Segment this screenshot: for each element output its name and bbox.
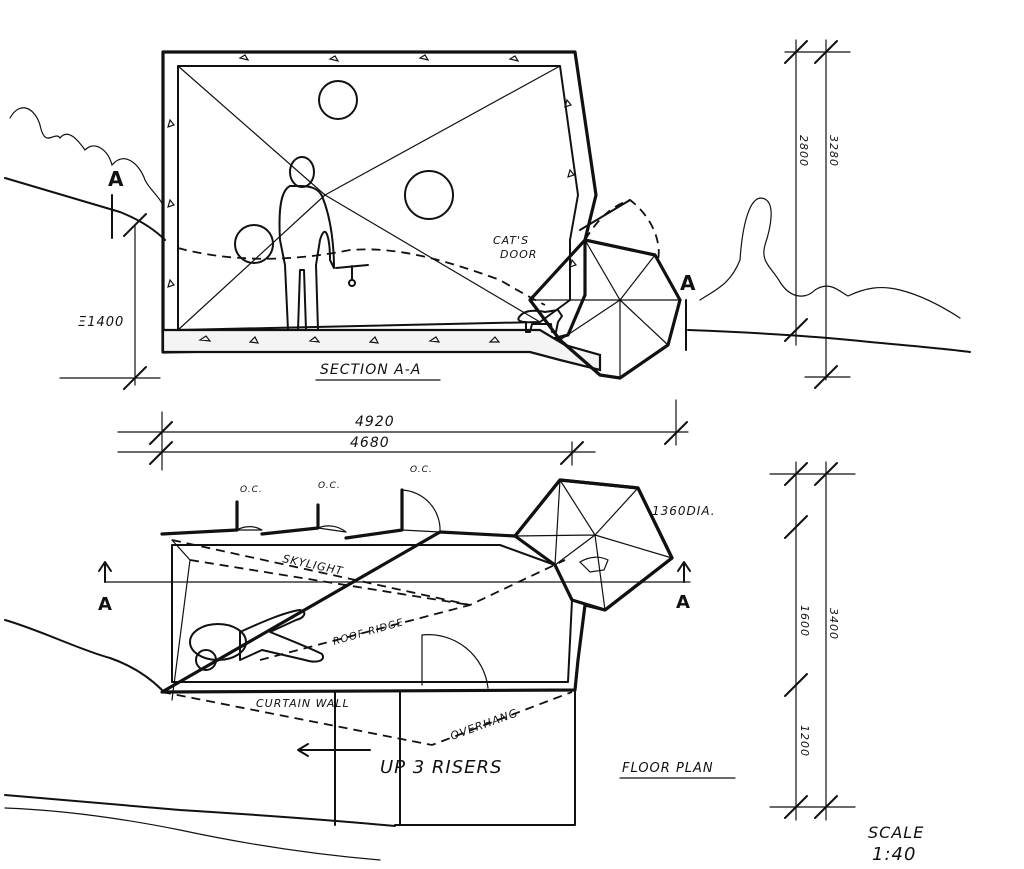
- section-bushes-right: [699, 197, 961, 319]
- section-drawing: A A Ξ1400 CAT'S DOOR SECTION A-A: [4, 50, 971, 390]
- plan-door-swing: [421, 634, 489, 689]
- overhang-label: OVERHANG: [449, 706, 520, 743]
- section-level-tick: [123, 366, 147, 390]
- plan-title: FLOOR PLAN: [622, 761, 714, 776]
- section-cut-marker-right: A: [680, 271, 696, 295]
- section-title: SECTION A-A: [320, 362, 421, 378]
- section-terrain-right: [687, 329, 971, 353]
- section-bushes-left: [9, 107, 164, 206]
- oc-label-3: O.C.: [410, 465, 433, 475]
- plan-cat-figure: [579, 556, 609, 573]
- section-porthole: [404, 170, 454, 220]
- section-level-tick: [123, 213, 147, 237]
- plan-inner-wall: [171, 544, 573, 683]
- cats-door-label-line1: CAT'S: [493, 234, 529, 247]
- section-roof-line: [324, 65, 561, 196]
- plan-dim-lower-label: 1200: [798, 725, 811, 757]
- stairs-label: UP 3 RISERS: [380, 757, 502, 778]
- plan-cut-arrow-left: [98, 561, 112, 583]
- dome-diameter-label: 1360DIA.: [652, 504, 716, 518]
- plan-stair-outline: [334, 691, 576, 826]
- section-dome: [528, 198, 682, 380]
- plan-outer-wall: [160, 478, 674, 694]
- plan-window-openings: [236, 489, 441, 533]
- plan-terrain-lower-2: [4, 807, 381, 861]
- plan-roof-ridge-line: [259, 559, 566, 661]
- plan-overhang-outline: [161, 691, 573, 746]
- plan-cut-arrow-right: [677, 561, 691, 583]
- scale-value: 1:40: [872, 844, 916, 865]
- plan-stair-arrow: [297, 743, 371, 757]
- plan-dim-upper-label: 1600: [798, 605, 811, 637]
- section-concrete-texture: [167, 54, 578, 344]
- cats-door-label-line2: DOOR: [500, 248, 537, 261]
- skylight-label: SKYLIGHT: [281, 552, 344, 578]
- oc-label-2: O.C.: [318, 481, 341, 491]
- section-porthole: [318, 80, 358, 120]
- section-porthole: [234, 224, 274, 264]
- plan-dim-overall: 4920: [355, 414, 395, 430]
- section-hidden-profile: [177, 247, 546, 306]
- plan-cut-marker-left: A: [98, 594, 112, 615]
- oc-label-1: O.C.: [240, 485, 263, 495]
- floor-level-label: Ξ1400: [78, 315, 124, 330]
- height-outer-label: 3280: [827, 135, 840, 167]
- section-vertical-dimensions: 2800 3280: [784, 39, 851, 389]
- plan-lying-figure: [189, 609, 324, 671]
- plan-dome: [513, 478, 674, 612]
- curtain-wall-label: CURTAIN WALL: [256, 697, 350, 710]
- section-cut-marker-left: A: [108, 167, 124, 191]
- plan-drawing: O.C. O.C. O.C. SKYLIGHT ROOF RIDGE 1360D…: [4, 465, 736, 861]
- section-floor-slab: [161, 328, 602, 372]
- plan-terrain-lower: [4, 794, 396, 827]
- roof-ridge-label: ROOF RIDGE: [332, 617, 405, 648]
- section-terrain-left: [4, 177, 166, 241]
- section-shell-inner: [177, 65, 579, 331]
- height-inner-label: 2800: [797, 135, 810, 167]
- section-shell-outer: [161, 50, 598, 354]
- plan-vertical-dimensions: 1600 1200 3400: [769, 461, 856, 821]
- plan-dim-total-label: 3400: [827, 608, 840, 640]
- plan-horizontal-dimensions: 4920 4680: [117, 399, 689, 471]
- plan-cut-marker-right: A: [676, 592, 690, 613]
- plan-terrain-upper: [4, 619, 163, 691]
- plan-dim-inner: 4680: [350, 435, 390, 451]
- plan-skylight-wedge: [171, 539, 191, 701]
- section-roof-line: [177, 65, 326, 196]
- section-human-figure: [278, 156, 369, 331]
- scale-label: SCALE: [868, 823, 924, 842]
